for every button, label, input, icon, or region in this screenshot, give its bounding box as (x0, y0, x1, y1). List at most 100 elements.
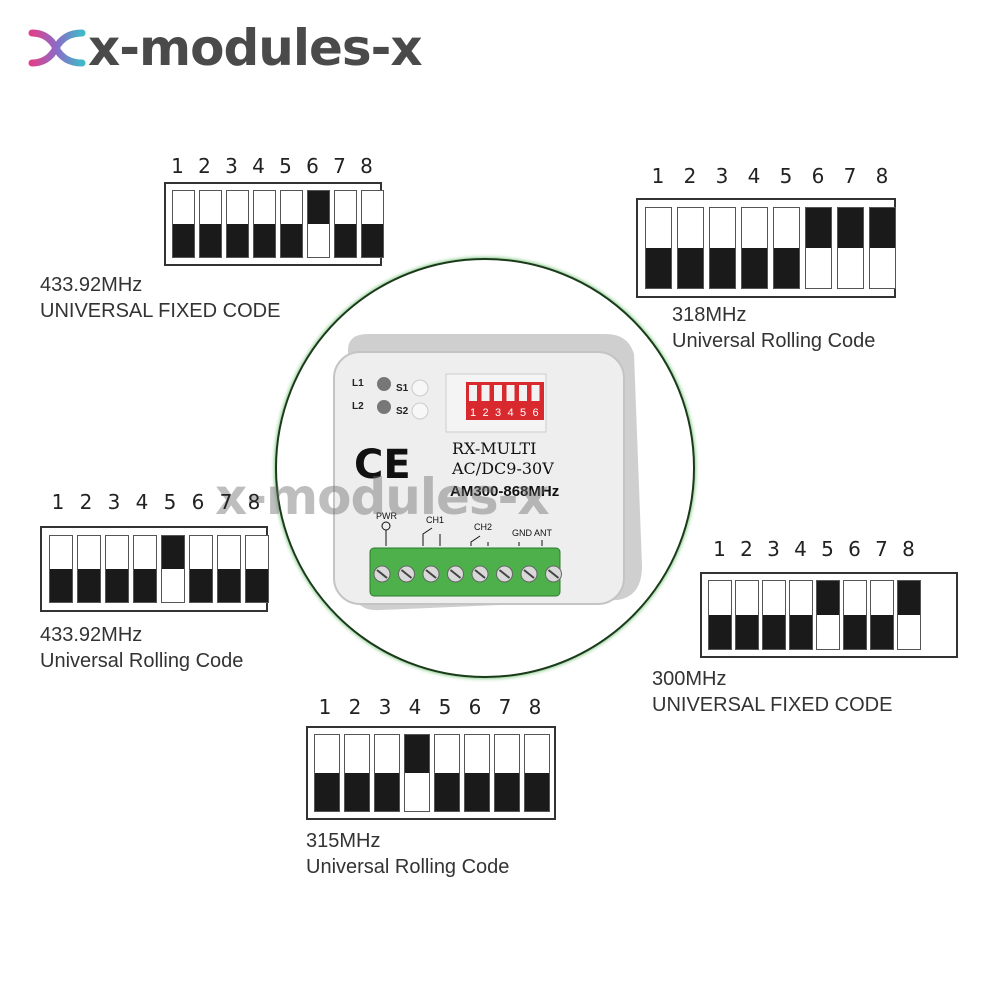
switch-number: 8 (902, 537, 915, 561)
device-frequency-range: AM300-868MHz (450, 483, 559, 500)
switch-number: 5 (163, 490, 177, 514)
dip-switch-7 (334, 190, 357, 258)
switch-number: 4 (794, 537, 807, 561)
switch-number: 8 (247, 490, 261, 514)
x-logo-icon (28, 29, 86, 67)
dip-switch-3 (709, 207, 736, 289)
switch-number: 7 (843, 164, 857, 188)
frequency-label: 433.92MHz (40, 624, 143, 646)
dip-switch-6 (189, 535, 213, 603)
frequency-label: 300MHz (652, 668, 727, 690)
dip-switch-8 (897, 580, 921, 650)
dip-switch-box (306, 726, 556, 820)
frequency-label: 315MHz (306, 830, 381, 852)
device-dip-lever (494, 385, 502, 401)
dip-switch-4 (253, 190, 276, 258)
dip-switch-6 (307, 190, 330, 258)
dip-switch-7 (837, 207, 864, 289)
dip-switch-box (40, 526, 269, 612)
dip-switch-8 (245, 535, 269, 603)
switch-number: 4 (747, 164, 761, 188)
dip-switch-2 (199, 190, 222, 258)
dip-switch-1 (49, 535, 73, 603)
switch-number: 3 (107, 490, 121, 514)
device-dip-lever (531, 385, 540, 401)
switch-number: 6 (306, 154, 319, 178)
device-dip-switch (466, 382, 544, 420)
switch-number: 2 (348, 695, 362, 719)
button-label-s2: S2 (396, 406, 409, 417)
device-dip-lever (469, 385, 477, 401)
switch-number: 3 (378, 695, 392, 719)
switch-number: 4 (135, 490, 149, 514)
dip-switch-4 (133, 535, 157, 603)
switch-number: 6 (848, 537, 861, 561)
dip-switch-4 (789, 580, 813, 650)
dip-switch-1 (708, 580, 732, 650)
terminal-label-ch2: CH2 (474, 522, 492, 532)
dip-switch-5 (773, 207, 800, 289)
switch-number: 8 (528, 695, 542, 719)
switch-number: 1 (318, 695, 332, 719)
switch-number: 7 (333, 154, 346, 178)
frequency-label: 318MHz (672, 304, 747, 326)
dip-switch-5 (161, 535, 185, 603)
code-mode-label: Universal Rolling Code (40, 650, 244, 672)
switch-number: 7 (498, 695, 512, 719)
dip-switch-1 (172, 190, 195, 258)
dip-switch-box (164, 182, 384, 266)
switch-number: 1 (51, 490, 65, 514)
ce-mark: CE (354, 442, 411, 488)
switch-number: 7 (219, 490, 233, 514)
switch-number: 3 (715, 164, 729, 188)
code-mode-label: UNIVERSAL FIXED CODE (40, 300, 281, 322)
device-dip-lever (481, 385, 490, 401)
switch-number: 1 (713, 537, 726, 561)
device-dip-number: 5 (520, 407, 526, 419)
brand-logo: x-modules-x (26, 18, 423, 78)
switch-number: 5 (438, 695, 452, 719)
dip-switch-box (636, 198, 896, 298)
switch-number: 8 (875, 164, 889, 188)
code-mode-label: UNIVERSAL FIXED CODE (652, 694, 893, 716)
dip-switch-7 (870, 580, 894, 650)
switch-number: 2 (198, 154, 211, 178)
frequency-label: 433.92MHz (40, 274, 143, 296)
switch-number: 3 (767, 537, 780, 561)
device-model: RX-MULTI (452, 439, 536, 458)
switch-number: 1 (651, 164, 665, 188)
dip-switch-2 (344, 734, 370, 812)
dip-switch-2 (735, 580, 759, 650)
dip-switch-5 (816, 580, 840, 650)
switch-number: 2 (79, 490, 93, 514)
terminal-label-gnd: GND (512, 528, 533, 538)
dip-switch-3 (374, 734, 400, 812)
switch-number: 2 (740, 537, 753, 561)
button-label-s1: S1 (396, 383, 409, 394)
switch-number: 6 (468, 695, 482, 719)
dip-switch-6 (805, 207, 832, 289)
dip-switch-8 (361, 190, 384, 258)
switch-number: 1 (171, 154, 184, 178)
dip-switch-7 (217, 535, 241, 603)
switch-number: 4 (408, 695, 422, 719)
switch-number: 2 (683, 164, 697, 188)
dip-switch-1 (314, 734, 340, 812)
led-label-l1: L1 (352, 378, 364, 389)
code-mode-label: Universal Rolling Code (306, 856, 510, 878)
device-voltage: AC/DC9-30V (451, 459, 554, 478)
terminal-label-pwr: PWR (376, 511, 397, 521)
terminal-label-ant: ANT (534, 528, 553, 538)
device-dip-number: 6 (533, 407, 539, 419)
switch-number: 5 (779, 164, 793, 188)
brand-name: x-modules-x (88, 19, 423, 77)
code-mode-label: Universal Rolling Code (672, 330, 876, 352)
dip-switch-3 (226, 190, 249, 258)
dip-switch-8 (524, 734, 550, 812)
dip-switch-2 (677, 207, 704, 289)
